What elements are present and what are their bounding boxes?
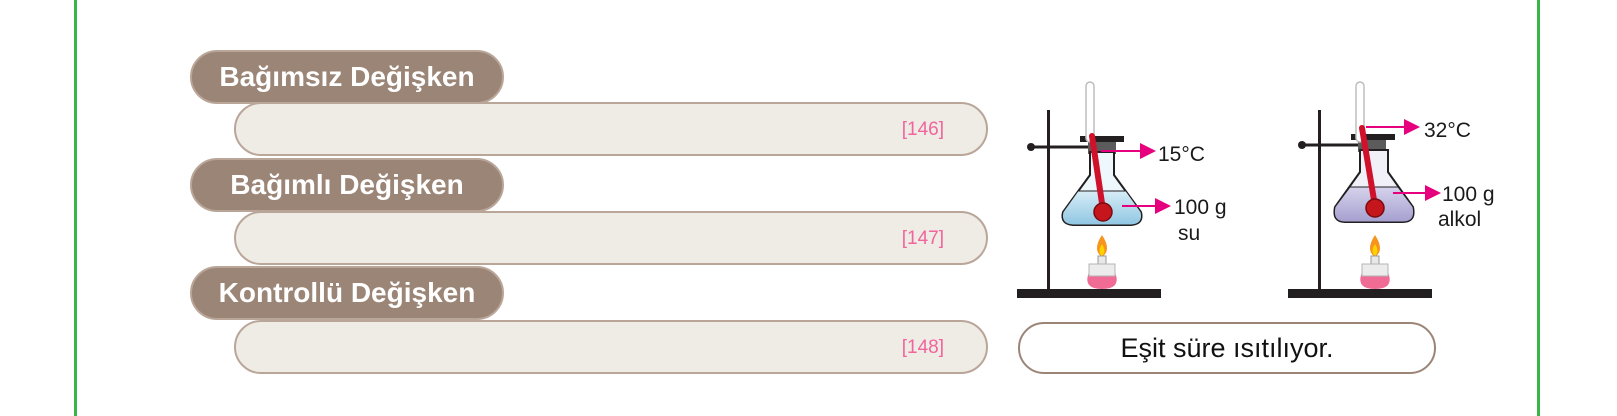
thermometer-column xyxy=(1359,125,1378,209)
water-substance-label: su xyxy=(1178,222,1200,245)
controlled-variable-answer-field[interactable]: [148] xyxy=(234,320,988,374)
answer-code: [147] xyxy=(901,228,944,249)
alcohol-temperature-label: 32°C xyxy=(1424,119,1471,142)
thermometer-bulb xyxy=(1365,198,1385,218)
alcohol-mass-label: 100 g xyxy=(1442,183,1495,206)
independent-variable-answer-field[interactable]: [146] xyxy=(234,102,988,156)
dependent-variable-label: Bağımlı Değişken xyxy=(190,158,504,212)
alcohol-substance-label: alkol xyxy=(1438,208,1481,231)
setup-alcohol: 32°C 100 g alkol xyxy=(1288,81,1495,298)
flask-stopper xyxy=(1080,136,1124,142)
water-mass-label: 100 g xyxy=(1174,196,1227,219)
answer-code: [148] xyxy=(901,337,944,358)
stand-base xyxy=(1288,289,1432,298)
flask-stopper xyxy=(1351,134,1395,140)
thermometer-bulb xyxy=(1093,202,1113,222)
answer-code: [146] xyxy=(901,119,944,140)
stand-rod xyxy=(1047,110,1050,292)
thermometer-column xyxy=(1089,133,1106,213)
independent-variable-label: Bağımsız Değişken xyxy=(190,50,504,104)
page-frame xyxy=(74,0,1540,416)
experiment-illustration: 15°C 100 g su 32°C 100 g alkol xyxy=(1017,81,1495,298)
dependent-variable-answer-field[interactable]: [147] xyxy=(234,211,988,265)
stand-base xyxy=(1017,289,1161,298)
thermometer-tube xyxy=(1085,81,1095,143)
experiment-caption: Eşit süre ısıtılıyor. xyxy=(1018,322,1436,374)
controlled-variable-label: Kontrollü Değişken xyxy=(190,266,504,320)
setup-water: 15°C 100 g su xyxy=(1017,81,1227,298)
water-temperature-label: 15°C xyxy=(1158,143,1205,166)
stand-rod xyxy=(1318,110,1321,292)
